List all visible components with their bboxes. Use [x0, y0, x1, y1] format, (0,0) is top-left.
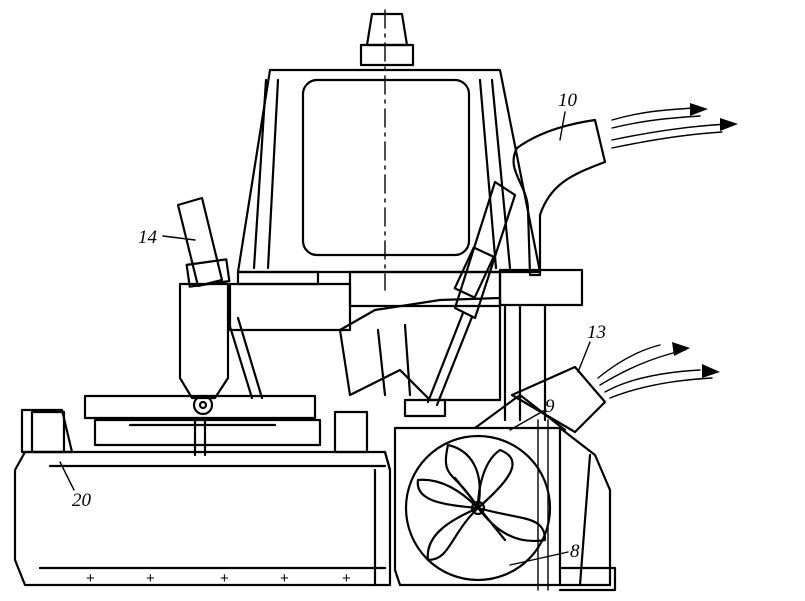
label-8: 8: [570, 541, 580, 562]
auger-wheel: [404, 434, 552, 582]
blade-mark: +: [280, 570, 289, 587]
label-10: 10: [558, 90, 578, 111]
right-hydraulic-cylinder: [426, 180, 517, 407]
label-20: 20: [72, 490, 92, 511]
cab: [236, 9, 542, 291]
label-14: 14: [138, 227, 158, 248]
tractor-body: [228, 270, 502, 402]
blade-mark: +: [342, 570, 351, 587]
upper-flow-arrows: [611, 103, 738, 149]
lower-flow-arrows: [597, 342, 720, 399]
blade-mark: +: [86, 570, 95, 587]
discharge-chute: [498, 118, 607, 422]
chassis: [30, 394, 447, 457]
front-blade: [13, 408, 392, 587]
label-13: 13: [587, 322, 606, 343]
label-9: 9: [545, 396, 555, 417]
left-boom: [176, 196, 264, 416]
blade-mark: +: [146, 570, 155, 587]
leader-lines: [59, 111, 591, 566]
blade-mark: +: [220, 570, 229, 587]
beacon-light: [359, 12, 415, 67]
right-wheel: [558, 566, 617, 592]
lower-spout: [510, 365, 607, 434]
